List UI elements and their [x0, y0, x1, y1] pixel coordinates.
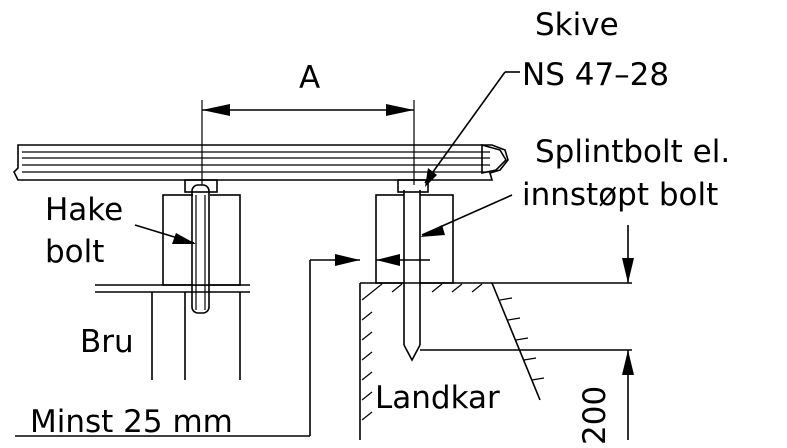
bridge-structure: Bru — [80, 284, 250, 380]
hook-bolt-line2: bolt — [45, 234, 104, 270]
washer-title: Skive — [535, 7, 619, 43]
bolt-type-line1: Splintbolt el. — [535, 134, 730, 170]
abutment: Landkar — [359, 282, 632, 440]
min-distance-label: Minst 25 mm — [30, 404, 233, 440]
height-label: 200 — [577, 386, 613, 445]
left-tie-block — [162, 179, 241, 314]
bolt-type-line2: innstøpt bolt — [522, 177, 718, 213]
abutment-label: Landkar — [375, 380, 500, 416]
height-dimension: 200 — [420, 225, 634, 445]
rail — [13, 143, 509, 181]
hook-bolt-line1: Hake — [45, 192, 123, 228]
dimension-a: A — [201, 60, 415, 190]
bridge-label: Bru — [80, 324, 134, 360]
washer-standard: NS 47–28 — [522, 57, 669, 93]
min-distance-dimension: Minst 25 mm — [15, 254, 430, 440]
dimension-a-label: A — [299, 60, 320, 96]
right-tie-block — [375, 179, 454, 362]
leaders — [134, 71, 520, 244]
